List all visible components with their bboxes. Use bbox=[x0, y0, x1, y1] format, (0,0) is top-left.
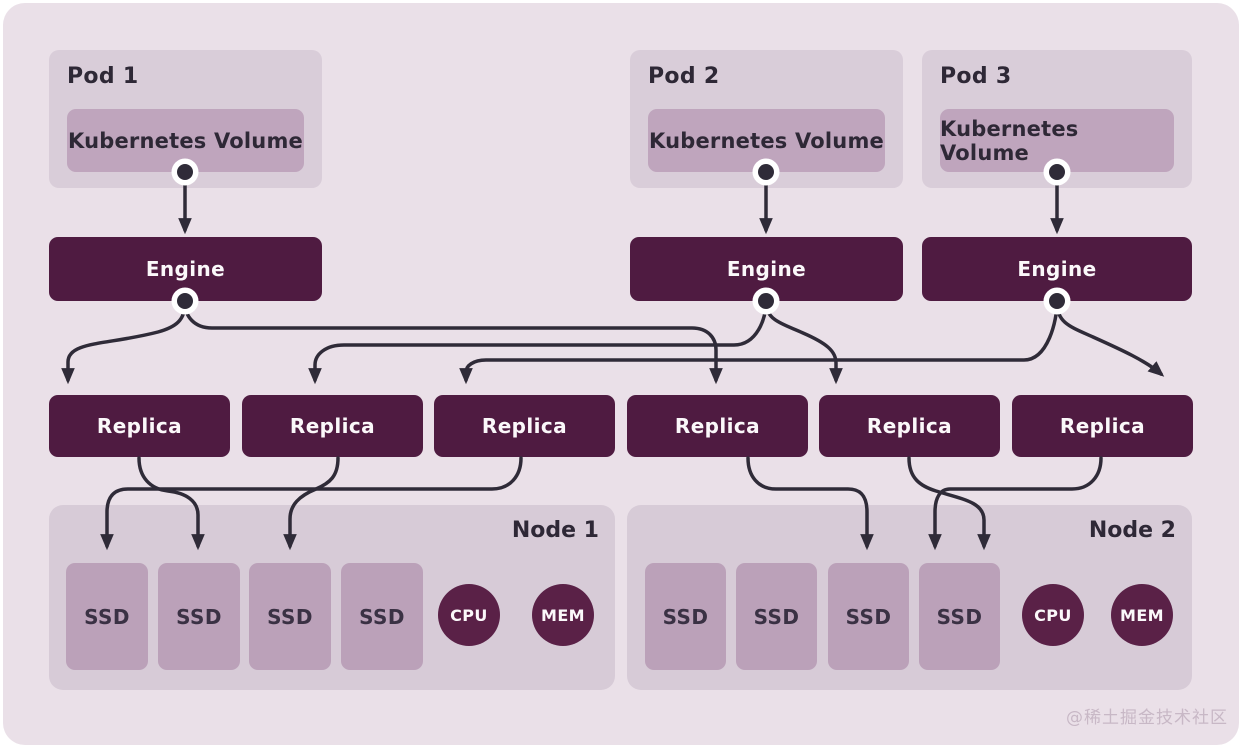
replica-5: Replica bbox=[819, 395, 1000, 457]
pod-2: Pod 2 Kubernetes Volume bbox=[630, 50, 903, 188]
replica-2-label: Replica bbox=[289, 414, 376, 438]
watermark: @稀土掘金技术社区 bbox=[1066, 708, 1228, 728]
node-2-ssd-2: SSD bbox=[736, 563, 817, 670]
pod-3: Pod 3 Kubernetes Volume bbox=[922, 50, 1192, 188]
kubernetes-volume-label: Kubernetes Volume bbox=[940, 116, 1079, 165]
replica-6-label: Replica bbox=[1059, 414, 1146, 438]
pod-3-kubernetes-volume: Kubernetes Volume bbox=[940, 109, 1174, 172]
ssd-label: SSD bbox=[176, 604, 222, 629]
node-1-ssd-4: SSD bbox=[341, 563, 423, 670]
pod-1-label: Pod 1 bbox=[67, 64, 139, 89]
replica-1-label: Replica bbox=[96, 414, 183, 438]
kubernetes-volume-label: Kubernetes Volume bbox=[68, 128, 303, 153]
node-1-ssd-1: SSD bbox=[66, 563, 148, 670]
replica-1: Replica bbox=[49, 395, 230, 457]
pod-2-label: Pod 2 bbox=[648, 64, 720, 89]
node-2-mem-circle: MEM bbox=[1111, 584, 1173, 646]
replica-5-label: Replica bbox=[866, 414, 953, 438]
engine-3: Engine bbox=[922, 237, 1192, 301]
engine-2-label: Engine bbox=[726, 257, 807, 281]
node-1-mem-circle: MEM bbox=[532, 584, 594, 646]
node-2-ssd-1: SSD bbox=[645, 563, 726, 670]
kubernetes-volume-label: Kubernetes Volume bbox=[649, 128, 884, 153]
node-1-label: Node 1 bbox=[511, 518, 599, 543]
replica-2: Replica bbox=[242, 395, 423, 457]
pod-1: Pod 1 Kubernetes Volume bbox=[49, 50, 322, 188]
replica-3: Replica bbox=[434, 395, 615, 457]
replica-4: Replica bbox=[627, 395, 808, 457]
node-2-ssd-4: SSD bbox=[919, 563, 1000, 670]
ssd-label: SSD bbox=[662, 604, 709, 629]
node-2-label: Node 2 bbox=[1088, 518, 1176, 543]
cpu-label: CPU bbox=[450, 605, 488, 625]
mem-label: MEM bbox=[541, 605, 585, 625]
replica-4-label: Replica bbox=[674, 414, 761, 438]
node-2-ssd-3: SSD bbox=[828, 563, 909, 670]
replica-3-label: Replica bbox=[481, 414, 568, 438]
node-2: Node 2 SSD SSD SSD SSD CPU MEM bbox=[627, 505, 1192, 690]
node-2-cpu-circle: CPU bbox=[1022, 584, 1084, 646]
cpu-label: CPU bbox=[1034, 605, 1072, 625]
pod-3-label: Pod 3 bbox=[940, 64, 1012, 89]
engine-1-label: Engine bbox=[145, 257, 226, 281]
engine-3-label: Engine bbox=[1017, 257, 1097, 281]
node-1-ssd-3: SSD bbox=[249, 563, 331, 670]
engine-1: Engine bbox=[49, 237, 322, 301]
ssd-label: SSD bbox=[936, 604, 983, 629]
ssd-label: SSD bbox=[753, 604, 800, 629]
node-1-cpu-circle: CPU bbox=[438, 584, 500, 646]
ssd-label: SSD bbox=[359, 604, 405, 629]
node-1-ssd-2: SSD bbox=[158, 563, 240, 670]
pod-2-kubernetes-volume: Kubernetes Volume bbox=[648, 109, 885, 172]
replica-6: Replica bbox=[1012, 395, 1193, 457]
ssd-label: SSD bbox=[267, 604, 313, 629]
pod-1-kubernetes-volume: Kubernetes Volume bbox=[67, 109, 304, 172]
ssd-label: SSD bbox=[84, 604, 130, 629]
ssd-label: SSD bbox=[845, 604, 892, 629]
engine-2: Engine bbox=[630, 237, 903, 301]
mem-label: MEM bbox=[1120, 605, 1164, 625]
node-1: Node 1 SSD SSD SSD SSD CPU MEM bbox=[49, 505, 615, 690]
